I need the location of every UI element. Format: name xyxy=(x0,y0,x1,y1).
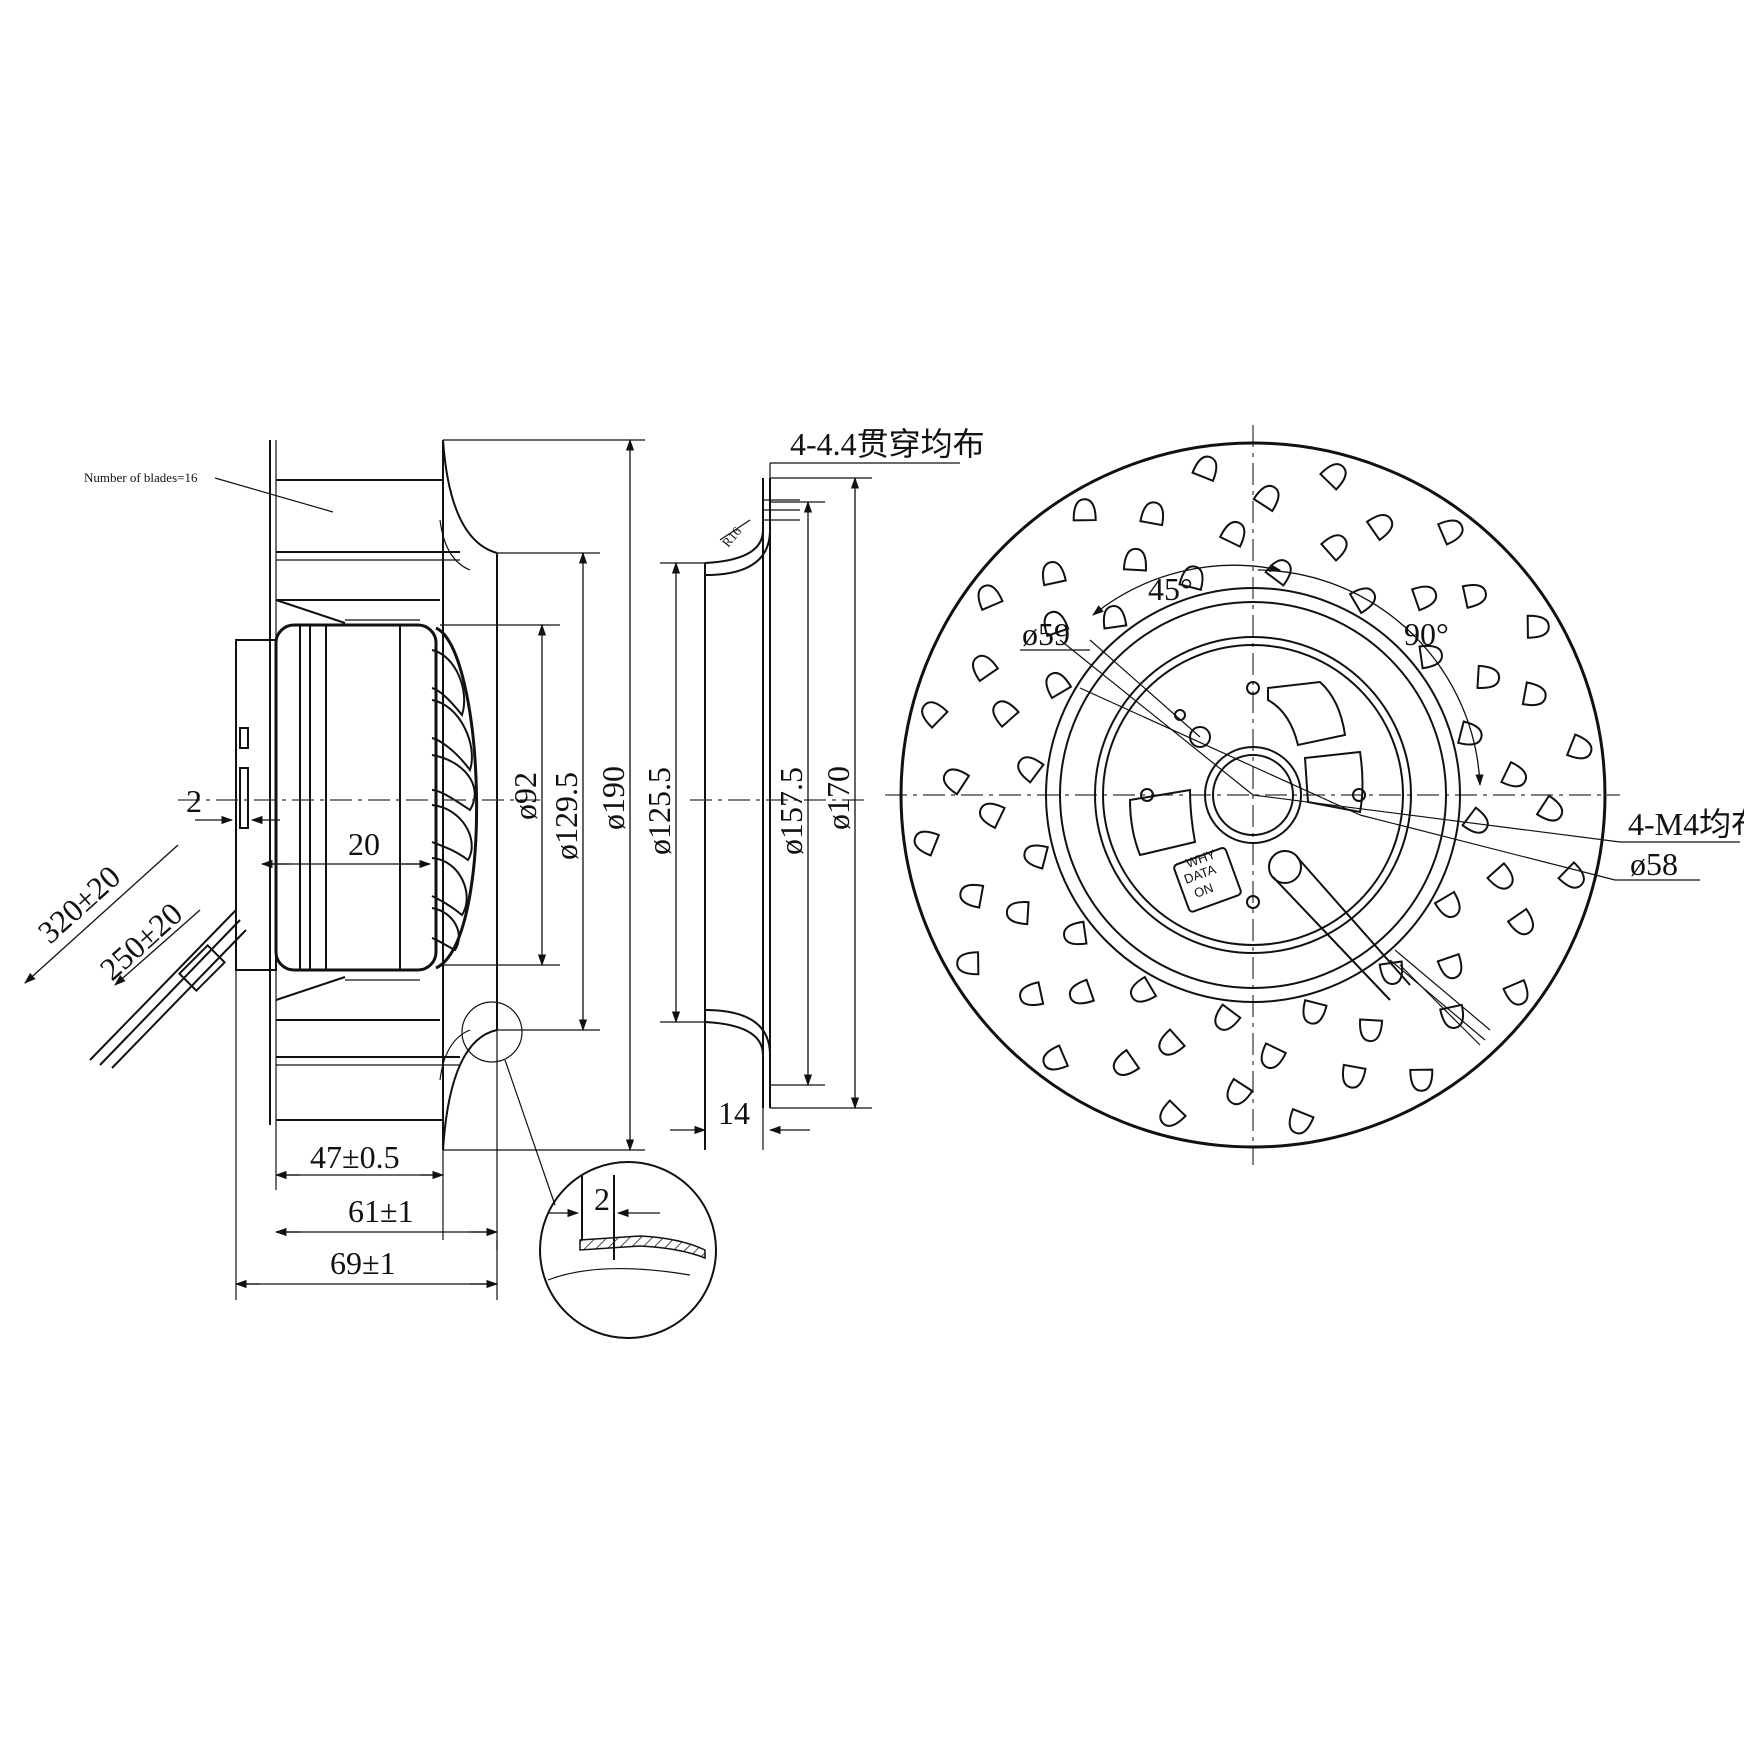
blade-mark xyxy=(1348,587,1377,615)
blade-mark xyxy=(1068,978,1096,1005)
blades-note: Number of blades=16 xyxy=(84,470,198,485)
blade-mark xyxy=(1506,907,1534,936)
blade-mark xyxy=(1486,861,1514,890)
blade-mark xyxy=(1017,756,1045,784)
angle-90: 90° xyxy=(1404,616,1449,652)
blade-mark xyxy=(1526,614,1550,639)
blade-mark xyxy=(1535,794,1564,822)
dim-depth-61: 61±1 xyxy=(348,1193,414,1229)
blade-mark xyxy=(1359,1018,1384,1043)
blade-mark xyxy=(1019,981,1045,1007)
blade-mark xyxy=(1439,1003,1465,1029)
blade-mark xyxy=(1436,519,1464,546)
blade-mark xyxy=(1045,671,1073,700)
blade-mark xyxy=(942,768,971,796)
dim-detail-2: 2 xyxy=(594,1181,610,1217)
through-holes-note: 4-4.4贯穿均布 xyxy=(790,426,985,462)
blade-mark xyxy=(1565,733,1593,760)
blade-mark xyxy=(1260,1042,1288,1070)
blade-mark xyxy=(1072,498,1097,522)
blade-mark xyxy=(1005,901,1030,926)
dim-depth-47: 47±0.5 xyxy=(310,1139,400,1175)
blade-mark xyxy=(913,830,941,857)
dia-59-note: ø59 xyxy=(1022,616,1070,652)
blade-mark xyxy=(1500,760,1528,788)
blade-mark xyxy=(1365,514,1394,542)
blade-mark xyxy=(1378,960,1404,985)
blade-mark xyxy=(1461,806,1489,834)
blade-pattern xyxy=(913,455,1593,1135)
blade-mark xyxy=(1319,463,1347,491)
blade-mark xyxy=(1502,978,1529,1006)
blade-mark xyxy=(1218,520,1246,548)
blade-mark xyxy=(956,951,980,976)
blade-mark xyxy=(1457,720,1483,746)
blade-mark xyxy=(1043,610,1070,638)
blade-mark xyxy=(1226,1077,1254,1106)
front-view: WHY DATA ON xyxy=(885,425,1621,1165)
dia-58-note: ø58 xyxy=(1630,846,1678,882)
blade-mark xyxy=(1409,1068,1434,1092)
blade-mark xyxy=(921,701,949,729)
side-view-dimensions: 2 20 320±20 250±20 ø92 ø129.5 ø190 xyxy=(24,438,645,1300)
blade-mark xyxy=(1418,644,1443,670)
blade-mark xyxy=(1214,1003,1242,1031)
dim-dia-92: ø92 xyxy=(507,772,543,820)
blade-mark xyxy=(1302,999,1328,1025)
blade-mark xyxy=(977,584,1004,612)
blade-mark xyxy=(1063,920,1088,946)
blade-mark xyxy=(1288,1107,1315,1135)
side-view: Number of blades=16 xyxy=(84,439,556,1206)
blade-mark xyxy=(1476,664,1501,689)
threaded-holes-note: 4-M4均布 xyxy=(1628,806,1744,842)
radius-note: R16 xyxy=(719,523,745,550)
blade-mark xyxy=(1112,1048,1141,1076)
blade-mark xyxy=(1410,585,1438,612)
flange-view: R16 xyxy=(690,478,870,1150)
blade-mark xyxy=(1319,534,1348,562)
dim-flange-14: 14 xyxy=(718,1095,750,1131)
blade-mark xyxy=(1433,890,1461,919)
blade-mark xyxy=(992,700,1020,729)
blade-mark xyxy=(1122,547,1147,572)
blade-mark xyxy=(1461,583,1487,609)
label-line3: ON xyxy=(1192,880,1215,901)
blade-mark xyxy=(1023,844,1049,870)
blade-mark xyxy=(1042,1044,1070,1071)
blade-mark xyxy=(1129,975,1158,1003)
front-view-annotations: 45° 90° ø59 4-M4均布 ø58 xyxy=(1020,563,1744,882)
dim-depth-69: 69±1 xyxy=(330,1245,396,1281)
blade-mark xyxy=(1252,484,1280,513)
blade-mark xyxy=(972,654,1000,683)
blade-mark xyxy=(978,802,1006,830)
blade-mark xyxy=(1041,561,1067,587)
blade-mark xyxy=(959,883,985,909)
dim-dia-157-5: ø157.5 xyxy=(773,767,809,855)
dim-hub-depth: 20 xyxy=(348,826,380,862)
blade-mark xyxy=(1436,952,1463,980)
flange-view-dimensions: 4-4.4贯穿均布 ø125.5 ø157.5 ø170 14 xyxy=(641,426,985,1150)
detail-view: 2 xyxy=(539,1161,717,1339)
dim-dia-190: ø190 xyxy=(595,766,631,830)
dim-dia-125-5: ø125.5 xyxy=(641,767,677,855)
dim-dia-129-5: ø129.5 xyxy=(548,772,584,860)
blade-mark xyxy=(1139,501,1165,527)
angle-45: 45° xyxy=(1148,571,1193,607)
blade-mark xyxy=(1102,605,1128,630)
blade-mark xyxy=(1191,455,1218,483)
blade-mark xyxy=(1521,681,1547,707)
blade-mark xyxy=(1341,1063,1367,1089)
blade-mark xyxy=(1158,1028,1187,1056)
dim-shaft-offset: 2 xyxy=(186,783,202,819)
dim-dia-170: ø170 xyxy=(820,766,856,830)
blade-mark xyxy=(1159,1099,1187,1127)
